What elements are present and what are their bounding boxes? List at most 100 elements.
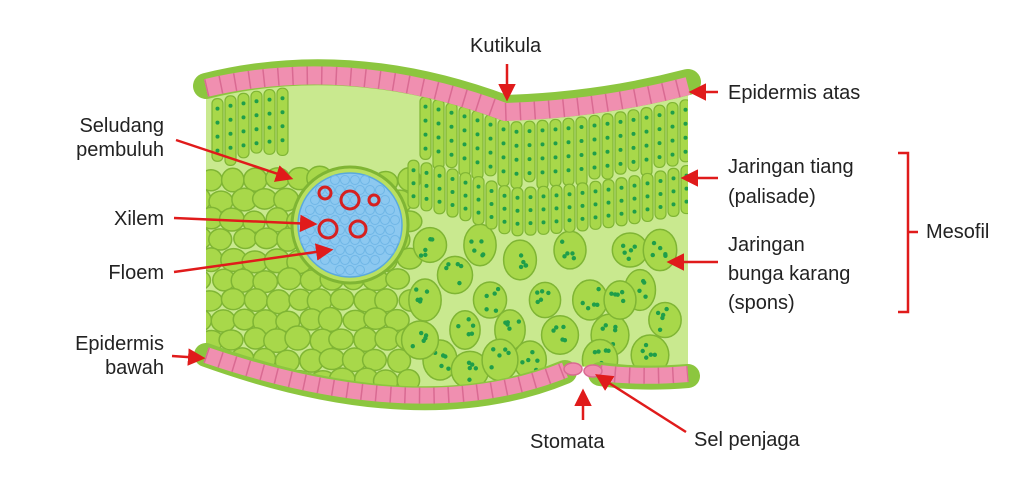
chloroplast: [579, 138, 584, 143]
chloroplast: [424, 196, 429, 201]
label-kutikula: Kutikula: [470, 35, 542, 57]
chloroplast: [501, 141, 506, 146]
chloroplast: [467, 377, 472, 382]
spongy-cell: [243, 167, 268, 192]
chloroplast: [467, 365, 472, 371]
spongy-cell: [400, 320, 440, 360]
chloroplast: [683, 121, 688, 126]
label-xilem: Xilem: [113, 208, 164, 230]
phloem-cell: [300, 235, 310, 245]
chloroplast: [596, 349, 601, 354]
chloroplast: [541, 220, 546, 225]
chloroplast: [520, 360, 525, 365]
chloroplast: [241, 115, 246, 120]
xylem-vessel: [317, 218, 339, 240]
phloem-cell: [320, 195, 330, 205]
label-jaringan-bunga-karang: Jaringan bunga karang (spons): [728, 233, 850, 315]
chloroplast: [450, 190, 455, 195]
chloroplast: [470, 362, 475, 367]
spongy-cell: [528, 281, 562, 319]
label-jaringan-bunga-line1: Jaringan: [728, 234, 805, 256]
chloroplast: [469, 331, 475, 336]
chloroplast: [535, 358, 540, 363]
chloroplast: [475, 118, 480, 123]
phloem-cell: [355, 265, 365, 275]
phloem-cell: [355, 205, 365, 215]
chloroplast: [450, 203, 455, 208]
chloroplast: [472, 248, 477, 253]
arrow-sel-penjaga: [595, 374, 687, 434]
chloroplast: [652, 352, 658, 358]
chloroplast: [254, 113, 259, 118]
chloroplast: [528, 195, 533, 200]
chloroplast: [515, 221, 520, 226]
chloroplast: [462, 128, 467, 133]
palisade-cell: [601, 113, 614, 180]
chloroplast: [606, 187, 611, 192]
chloroplast: [622, 250, 627, 255]
chloroplast: [671, 202, 676, 207]
chloroplast: [655, 310, 661, 316]
chloroplast: [228, 103, 233, 108]
chloroplast: [241, 129, 246, 134]
chloroplast: [436, 135, 441, 140]
chloroplast: [613, 324, 618, 330]
chloroplast: [280, 138, 285, 143]
phloem-cell: [390, 235, 400, 245]
chloroplast: [501, 127, 506, 132]
phloem-cell: [345, 245, 355, 255]
chloroplast: [437, 199, 442, 204]
chloroplast: [489, 202, 494, 207]
chloroplast: [470, 323, 476, 328]
phloem-cell: [335, 205, 345, 215]
chloroplast: [632, 209, 637, 214]
label-epidermis-atas: Epidermis atas: [728, 82, 861, 104]
phloem-cell: [360, 255, 370, 265]
chloroplast: [484, 293, 489, 299]
chloroplast: [540, 142, 545, 147]
chloroplast: [637, 288, 642, 293]
chloroplast: [475, 146, 480, 151]
chloroplast: [670, 124, 675, 129]
phloem-cell: [365, 185, 375, 195]
chloroplast: [631, 117, 636, 122]
phloem-cell: [325, 225, 335, 235]
spongy-cell: [553, 230, 587, 270]
chloroplast: [644, 143, 649, 148]
spongy-cell: [284, 325, 312, 351]
chloroplast: [670, 110, 675, 115]
spongy-cell: [243, 287, 269, 312]
arrow-seludang: [175, 138, 294, 182]
chloroplast: [566, 126, 571, 131]
chloroplast: [618, 133, 623, 138]
phloem-cell: [355, 185, 365, 195]
chloroplast: [658, 191, 663, 196]
chloroplast: [267, 111, 272, 116]
chloroplast: [515, 208, 520, 213]
chloroplast: [267, 139, 272, 144]
chloroplast: [254, 141, 259, 146]
chloroplast: [670, 138, 675, 143]
chloroplast: [503, 347, 508, 352]
chloroplast: [540, 128, 545, 133]
chloroplast: [585, 306, 591, 311]
palisade-cell: [211, 97, 224, 162]
chloroplast: [514, 129, 519, 134]
chloroplast: [648, 352, 654, 357]
chloroplast: [670, 152, 675, 157]
chloroplast: [424, 183, 429, 188]
chloroplast: [437, 173, 442, 178]
chloroplast: [449, 124, 454, 129]
phloem-cell: [375, 245, 385, 255]
spongy-cell: [449, 309, 481, 351]
chloroplast: [458, 263, 464, 269]
chloroplast: [620, 243, 626, 249]
label-seludang-line2: pembuluh: [76, 139, 164, 161]
chloroplast: [554, 193, 559, 198]
chloroplast: [488, 150, 493, 155]
chloroplast: [605, 121, 610, 126]
chloroplast: [473, 366, 479, 371]
chloroplast: [644, 129, 649, 134]
chloroplast: [449, 110, 454, 115]
chloroplast: [423, 333, 429, 338]
